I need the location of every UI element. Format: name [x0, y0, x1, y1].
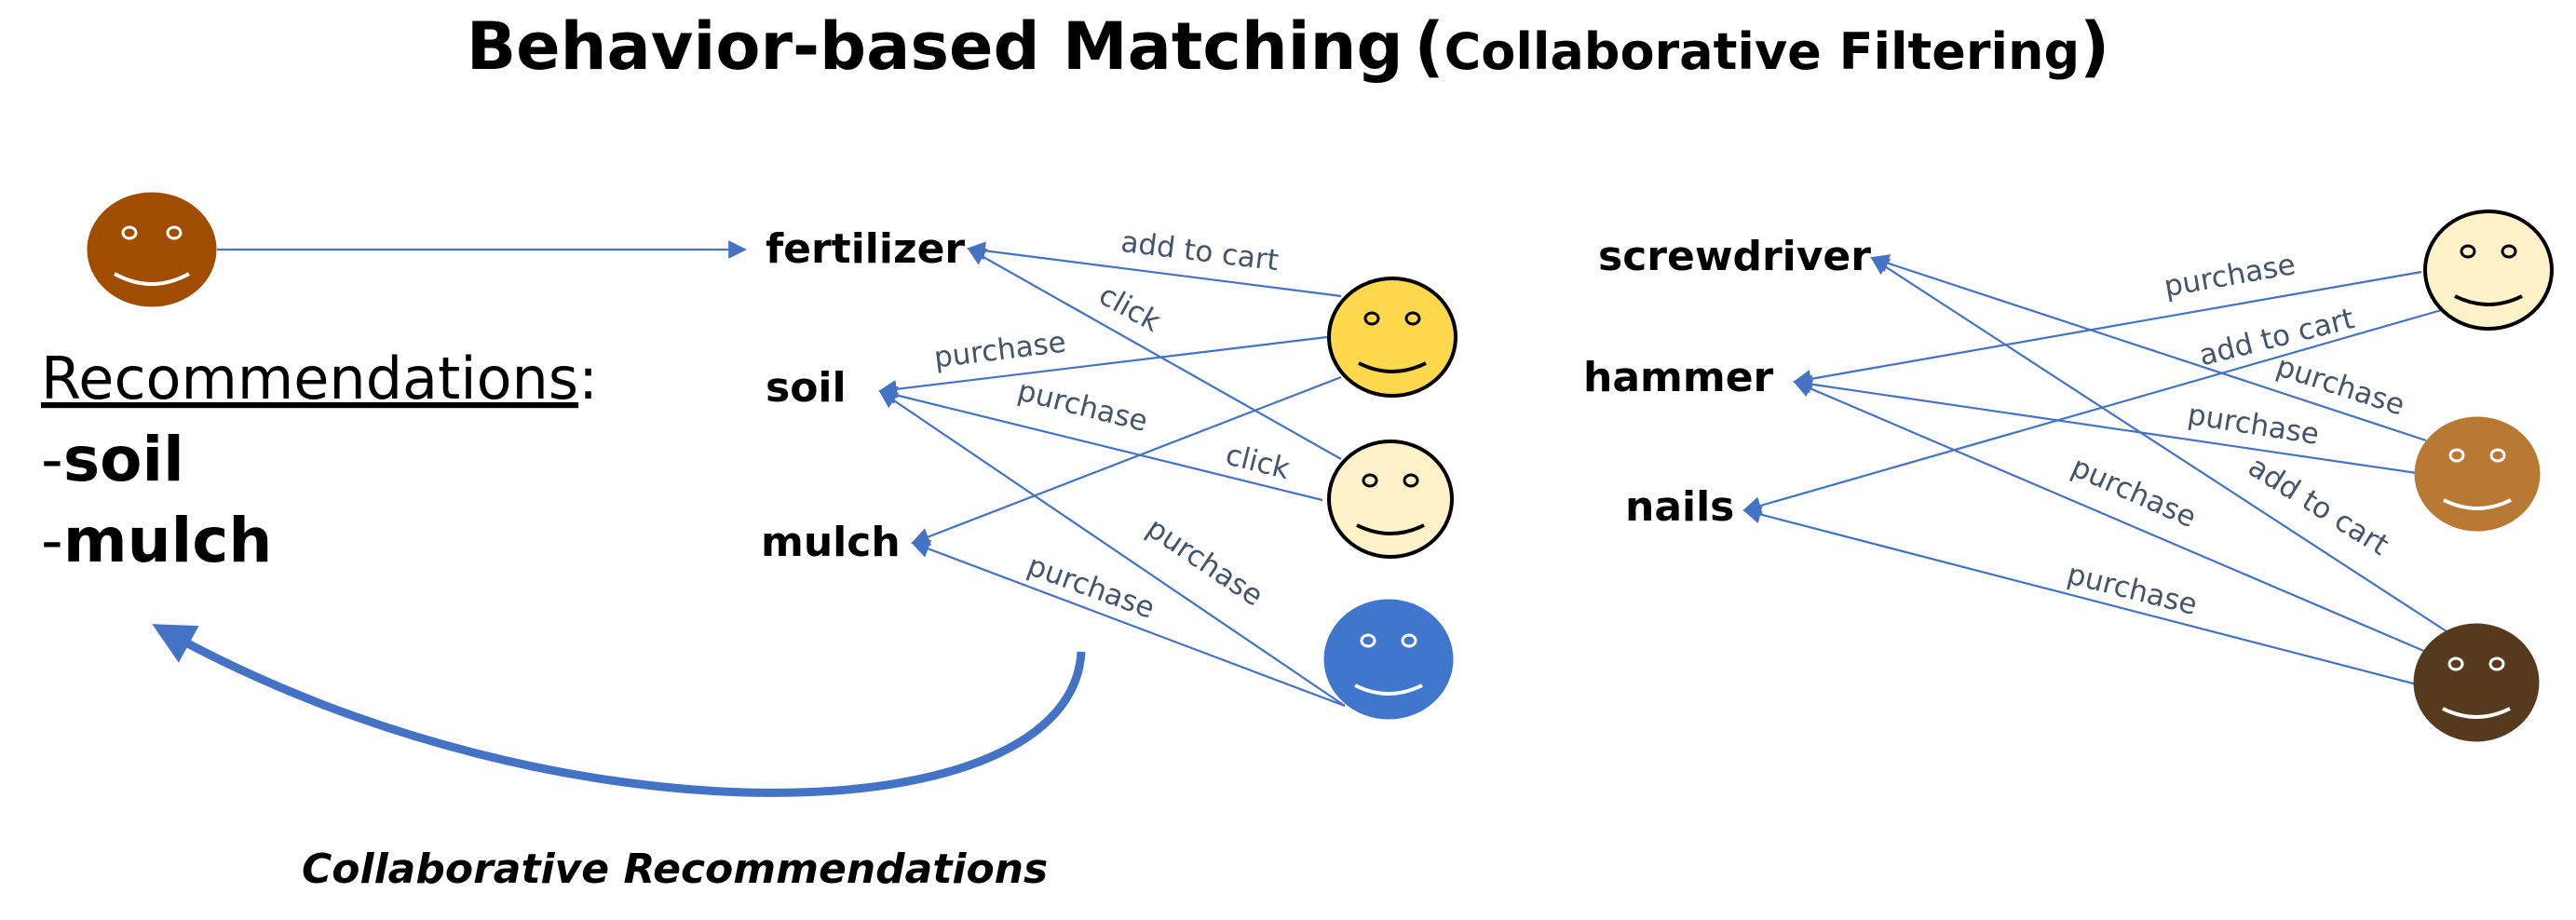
edge-label-purchase: purchase: [2162, 248, 2298, 304]
edge-darkbrown-screwdriver: [1870, 256, 2450, 634]
target-user-avatar: [87, 192, 217, 307]
item-fertilizer: fertilizer: [766, 225, 965, 273]
item-hammer: hammer: [1583, 354, 1774, 401]
edge-tan-screwdriver: [1870, 254, 2427, 442]
left-edges: [217, 240, 1346, 708]
edge-blue-mulch: [911, 540, 1346, 708]
edge-cream-soil: [878, 386, 1323, 502]
recommendation-item: -mulch: [41, 505, 272, 576]
left-edge-labels: add to cart click purchase purchase clic…: [932, 225, 1293, 626]
item-screwdriver: screwdriver: [1598, 233, 1871, 280]
edge-label-purchase: purchase: [932, 326, 1068, 375]
edge-label-add-to-cart: add to cart: [2196, 302, 2358, 372]
user-avatar-cream: [1327, 440, 1454, 559]
user-avatar-blue: [1323, 599, 1454, 720]
user-avatar-cream: [2423, 210, 2554, 331]
edge-cream-fertilizer: [967, 248, 1342, 460]
edge-cream2-nails: [1742, 307, 2446, 515]
item-mulch: mulch: [761, 519, 901, 566]
recommendations-heading: Recommendations:: [41, 345, 598, 413]
user-avatar-darkbrown: [2413, 623, 2540, 742]
edge-label-purchase: purchase: [2067, 450, 2202, 534]
edge-tan-hammer: [1793, 374, 2418, 475]
right-edges: [1742, 254, 2450, 686]
edge-label-purchase: purchase: [2185, 398, 2321, 452]
user-avatar-yellow: [1327, 277, 1457, 398]
edge-label-purchase: purchase: [2064, 558, 2201, 622]
edge-yellow-fertilizer: [967, 241, 1342, 298]
edge-yellow-soil: [878, 335, 1328, 399]
user-avatar-tan: [2414, 416, 2541, 532]
edge-label-purchase: purchase: [1023, 548, 1159, 626]
edge-cream2-hammer: [1793, 270, 2422, 388]
page-title: Behavior-based Matching(Collaborative Fi…: [467, 8, 2109, 85]
edge-yellow-mulch: [911, 375, 1342, 546]
edge-darkbrown-nails: [1742, 505, 2418, 686]
collaborative-recommendations-label: Collaborative Recommendations: [302, 846, 1048, 893]
recommendation-item: -soil: [41, 424, 184, 495]
edge-blue-soil: [878, 389, 1346, 707]
edge-label-purchase: purchase: [1141, 511, 1269, 613]
item-soil: soil: [766, 364, 847, 412]
edge-darkbrown-hammer: [1793, 379, 2427, 654]
item-nails: nails: [1625, 483, 1734, 531]
collaborative-arrow: [152, 624, 1086, 797]
edge-label-click: click: [1093, 278, 1166, 339]
